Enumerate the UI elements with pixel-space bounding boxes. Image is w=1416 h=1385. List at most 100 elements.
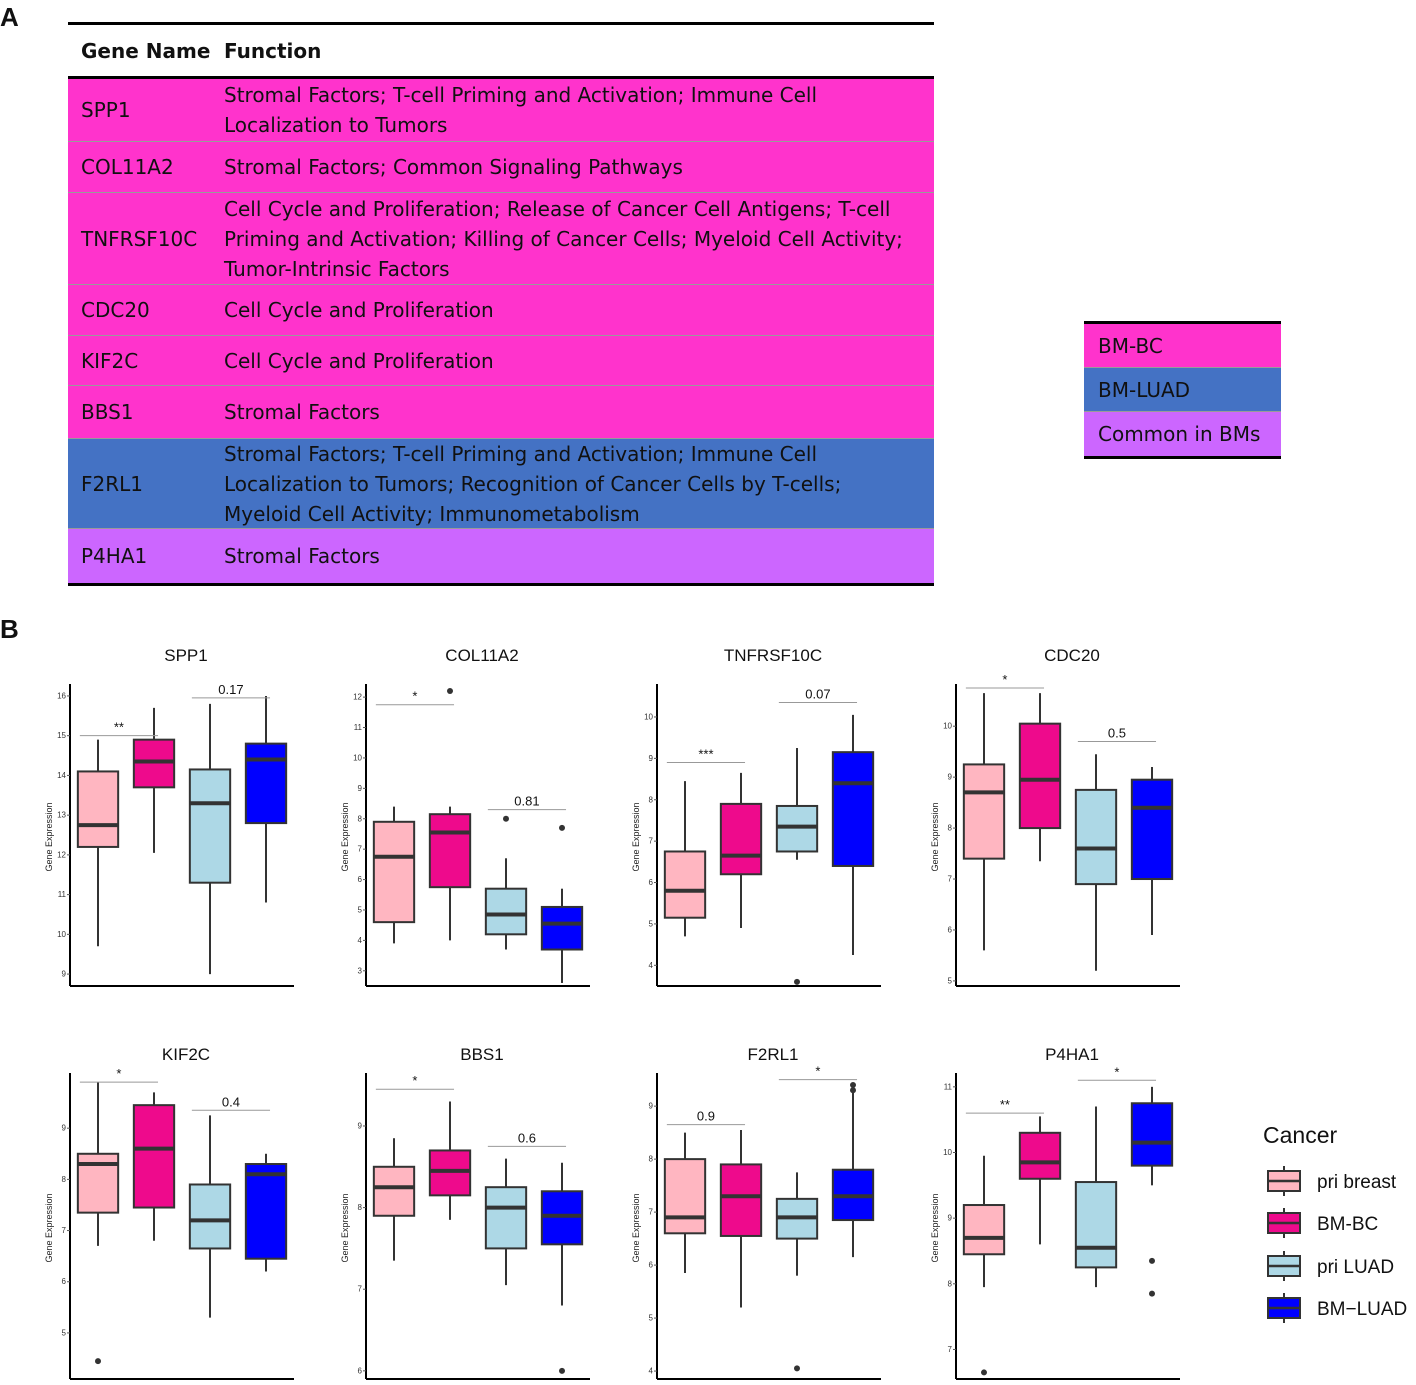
- y-tick-label: 9: [948, 773, 953, 782]
- y-tick-label: 11: [354, 723, 363, 732]
- y-tick-label: 8: [358, 1203, 363, 1212]
- box: [962, 1204, 1006, 1256]
- y-axis-label: Gene Expression: [340, 802, 350, 871]
- box: [962, 763, 1006, 860]
- legend-item-label: pri LUAD: [1317, 1257, 1394, 1278]
- y-tick-label: 7: [948, 875, 953, 884]
- y-tick-label: 10: [353, 753, 362, 762]
- table-header: Gene Name Function: [68, 25, 934, 79]
- y-tick-label: 9: [358, 784, 363, 793]
- header-gene-name: Gene Name: [81, 38, 211, 63]
- y-axis-label: Gene Expression: [930, 802, 940, 871]
- box: [663, 1158, 707, 1235]
- panel-title: COL11A2: [445, 646, 518, 665]
- panel-a-label: A: [0, 2, 19, 32]
- y-tick-label: 11: [944, 1082, 953, 1091]
- panel-b-label: B: [0, 614, 19, 644]
- y-tick-label: 7: [649, 1208, 654, 1217]
- y-tick-label: 8: [948, 824, 953, 833]
- y-tick-label: 11: [58, 890, 67, 899]
- legend-item-label: BM-BC: [1317, 1214, 1378, 1235]
- box: [1130, 778, 1174, 881]
- function-cell: Cell Cycle and Proliferation: [224, 298, 494, 322]
- panel-title: TNFRSF10C: [724, 646, 822, 665]
- table-legend-item: BM-BC: [1084, 324, 1281, 368]
- function-cell: Stromal Factors; Common Signaling Pathwa…: [224, 155, 683, 179]
- panel-title: P4HA1: [1045, 1045, 1099, 1064]
- significance-label: **: [1000, 1097, 1010, 1112]
- y-tick-label: 10: [644, 712, 653, 721]
- outlier-point: [95, 1358, 101, 1365]
- legend-title: Cancer: [1263, 1122, 1337, 1148]
- gene-name-cell: CDC20: [81, 298, 150, 322]
- box: [831, 751, 875, 867]
- table-row: TNFRSF10C Cell Cycle and Proliferation; R…: [68, 193, 934, 285]
- panel-title: BBS1: [460, 1045, 503, 1064]
- outlier-point: [850, 1081, 856, 1088]
- y-axis-label: Gene Expression: [44, 802, 54, 871]
- significance-label: 0.17: [218, 682, 243, 697]
- function-cell: Stromal Factors: [224, 544, 380, 568]
- significance-label: *: [116, 1066, 121, 1081]
- table-legend-item: BM-LUAD: [1084, 368, 1281, 412]
- function-cell: Cell Cycle and Proliferation; Release of…: [224, 196, 903, 281]
- y-tick-label: 14: [57, 771, 66, 780]
- gene-name-cell: TNFRSF10C: [81, 226, 198, 251]
- significance-label: *: [1114, 1064, 1119, 1079]
- y-tick-label: 3: [358, 966, 363, 975]
- significance-label: *: [815, 1064, 820, 1079]
- panel-title: SPP1: [164, 646, 207, 665]
- gene-name-cell: SPP1: [81, 98, 131, 122]
- box: [188, 1183, 232, 1250]
- y-axis-label: Gene Expression: [44, 1193, 54, 1262]
- significance-label: 0.81: [514, 794, 539, 809]
- y-tick-label: 7: [649, 837, 654, 846]
- y-tick-label: 16: [57, 691, 66, 700]
- box: [372, 820, 416, 924]
- panel-title: F2RL1: [747, 1045, 798, 1064]
- y-tick-label: 7: [948, 1345, 953, 1354]
- y-tick-label: 4: [649, 961, 654, 970]
- box: [719, 802, 763, 876]
- y-tick-label: 10: [57, 930, 66, 939]
- significance-label: *: [412, 1073, 417, 1088]
- box: [1130, 1102, 1174, 1167]
- y-tick-label: 7: [62, 1226, 67, 1235]
- y-tick-label: 9: [62, 1124, 67, 1133]
- outlier-point: [559, 824, 565, 831]
- box: [484, 1186, 528, 1250]
- y-tick-label: 8: [358, 814, 363, 823]
- y-tick-label: 4: [358, 936, 363, 945]
- outlier-point: [1149, 1290, 1155, 1297]
- box: [1018, 1131, 1062, 1180]
- gene-name-cell: COL11A2: [81, 155, 174, 179]
- box: [188, 768, 232, 884]
- y-tick-label: 6: [358, 875, 363, 884]
- box: [1074, 788, 1118, 886]
- box: [484, 887, 528, 936]
- significance-label: *: [1002, 672, 1007, 687]
- y-tick-label: 13: [57, 811, 66, 820]
- y-axis-label: Gene Expression: [631, 1193, 641, 1262]
- y-tick-label: 8: [948, 1279, 953, 1288]
- box: [76, 770, 120, 848]
- y-tick-label: 6: [649, 878, 654, 887]
- significance-label: 0.07: [805, 686, 830, 701]
- box: [663, 850, 707, 919]
- significance-label: 0.6: [518, 1130, 536, 1145]
- outlier-point: [447, 688, 453, 695]
